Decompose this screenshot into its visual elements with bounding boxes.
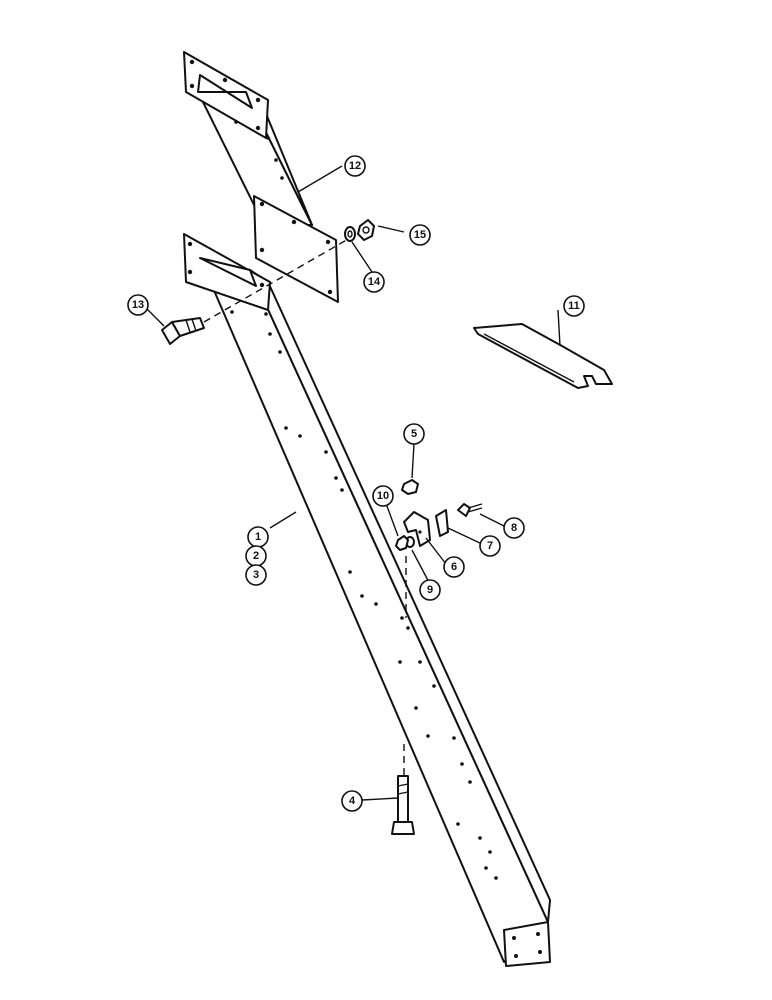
callout-10: 10: [372, 485, 394, 507]
bolt-part-13: [161, 237, 351, 345]
callout-3: 3: [245, 564, 267, 586]
main-tube-end-cap: [503, 921, 551, 967]
nut-part-15: [357, 219, 375, 241]
svg-text:14: 14: [368, 276, 381, 288]
svg-text:8: 8: [511, 522, 517, 534]
svg-text:4: 4: [349, 795, 356, 807]
callout-1: 1: [247, 526, 269, 548]
svg-text:1: 1: [255, 531, 261, 543]
svg-text:15: 15: [414, 229, 426, 241]
main-tube-part-1: [183, 233, 551, 967]
svg-text:11: 11: [568, 300, 580, 312]
callout-15: 15: [409, 224, 431, 246]
callout-8: 8: [503, 517, 525, 539]
clip-part-7: [435, 509, 449, 537]
screw-part-8: [457, 503, 483, 517]
callout-5: 5: [403, 423, 425, 445]
upper-tube-end-plate: [183, 51, 269, 139]
callout-6: 6: [443, 556, 465, 578]
callout-14: 14: [363, 271, 385, 293]
callout-2: 2: [245, 545, 267, 567]
upper-tube-part-12: [183, 51, 313, 226]
callout-4: 4: [341, 790, 363, 812]
svg-text:7: 7: [487, 540, 493, 552]
svg-text:9: 9: [427, 584, 433, 596]
bracket-part-6: [403, 511, 431, 547]
washer-part-14: [344, 226, 356, 242]
upper-tube-flange-plate: [253, 195, 339, 303]
bracket-hardware: [395, 479, 483, 618]
svg-text:2: 2: [253, 550, 259, 562]
callout-11: 11: [563, 295, 585, 317]
shim-plate-part-11: [473, 323, 613, 389]
svg-text:5: 5: [411, 428, 417, 440]
svg-text:13: 13: [132, 299, 144, 311]
nut-part-10: [395, 535, 409, 551]
svg-text:10: 10: [377, 490, 389, 502]
callout-13: 13: [127, 294, 149, 316]
nut-part-5: [401, 479, 419, 495]
svg-text:6: 6: [451, 561, 457, 573]
callout-12: 12: [344, 155, 366, 177]
callout-9: 9: [419, 579, 441, 601]
callout-7: 7: [479, 535, 501, 557]
svg-text:12: 12: [349, 160, 361, 172]
bolt-part-4: [391, 744, 415, 835]
svg-text:3: 3: [253, 569, 259, 581]
